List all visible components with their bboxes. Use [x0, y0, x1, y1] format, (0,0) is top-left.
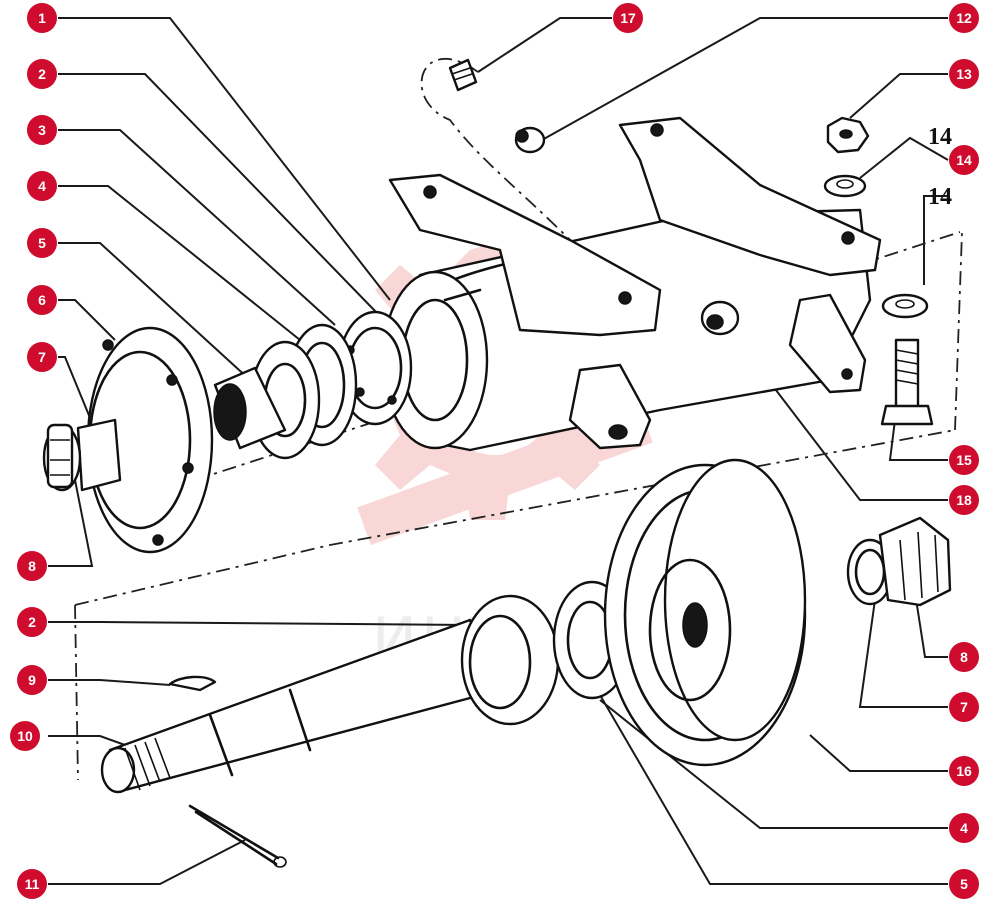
callout-4-right[interactable]: 4 — [949, 813, 979, 843]
callout-5[interactable]: 5 — [27, 228, 57, 258]
callout-7-right[interactable]: 7 — [949, 692, 979, 722]
callout-label: 3 — [38, 122, 46, 138]
plug — [514, 126, 546, 154]
cotter-pin — [188, 804, 287, 868]
callout-7[interactable]: 7 — [27, 342, 57, 372]
callout-3[interactable]: 3 — [27, 115, 57, 145]
callout-label: 4 — [38, 178, 46, 194]
callout-label: 8 — [960, 649, 968, 665]
callout-18[interactable]: 18 — [949, 485, 979, 515]
callout-10[interactable]: 10 — [10, 721, 40, 751]
right-fasteners — [846, 516, 952, 607]
grease-nipple — [448, 58, 478, 92]
callout-label: 6 — [38, 292, 46, 308]
callout-17[interactable]: 17 — [613, 3, 643, 33]
callout-8[interactable]: 8 — [17, 551, 47, 581]
handwritten-label-14-upper: 14 — [928, 124, 952, 150]
callout-label: 16 — [956, 763, 972, 779]
callout-label: 1 — [38, 10, 46, 26]
nut — [826, 116, 870, 154]
callout-12[interactable]: 12 — [949, 3, 979, 33]
callout-8-right[interactable]: 8 — [949, 642, 979, 672]
callout-label: 9 — [28, 672, 36, 688]
washer-upper — [823, 174, 867, 198]
callout-label: 12 — [956, 10, 972, 26]
left-hub-assembly — [42, 310, 413, 554]
callout-label: 4 — [960, 820, 968, 836]
handwritten-label-14-lower: 14 — [928, 184, 952, 210]
callout-label: 10 — [17, 728, 33, 744]
callout-label: 11 — [25, 876, 40, 892]
callout-label: 14 — [956, 152, 972, 168]
callout-13[interactable]: 13 — [949, 59, 979, 89]
callout-2[interactable]: 2 — [27, 59, 57, 89]
bolt — [880, 338, 934, 426]
callout-label: 8 — [28, 558, 36, 574]
callout-badges[interactable]: 1 2 3 4 5 6 7 8 17 12 13 14 14 15 18 2 9… — [10, 3, 979, 899]
callout-5-right[interactable]: 5 — [949, 869, 979, 899]
shaft-assembly — [100, 458, 807, 868]
callout-2-lower[interactable]: 2 — [17, 607, 47, 637]
callout-label: 7 — [960, 699, 968, 715]
callout-label: 5 — [38, 235, 46, 251]
callout-label: 18 — [956, 492, 972, 508]
callout-1[interactable]: 1 — [27, 3, 57, 33]
washer-lower — [881, 293, 929, 319]
callout-label: 17 — [620, 10, 636, 26]
callout-label: 13 — [956, 66, 972, 82]
callout-6[interactable]: 6 — [27, 285, 57, 315]
callout-label: 2 — [38, 66, 46, 82]
handwritten-labels: 14 14 — [928, 124, 952, 210]
woodruff-key — [168, 675, 217, 692]
axle-housing — [381, 116, 882, 452]
hardware-parts — [448, 58, 934, 426]
callout-9[interactable]: 9 — [17, 665, 47, 695]
callout-label: 7 — [38, 349, 46, 365]
callout-15[interactable]: 15 — [949, 445, 979, 475]
callout-label: 2 — [28, 614, 36, 630]
callout-4[interactable]: 4 — [27, 171, 57, 201]
callout-label: 5 — [960, 876, 968, 892]
callout-14-a[interactable]: 14 — [949, 145, 979, 175]
callout-label: 15 — [956, 452, 972, 468]
callout-16[interactable]: 16 — [949, 756, 979, 786]
callout-11[interactable]: 11 — [17, 869, 47, 899]
